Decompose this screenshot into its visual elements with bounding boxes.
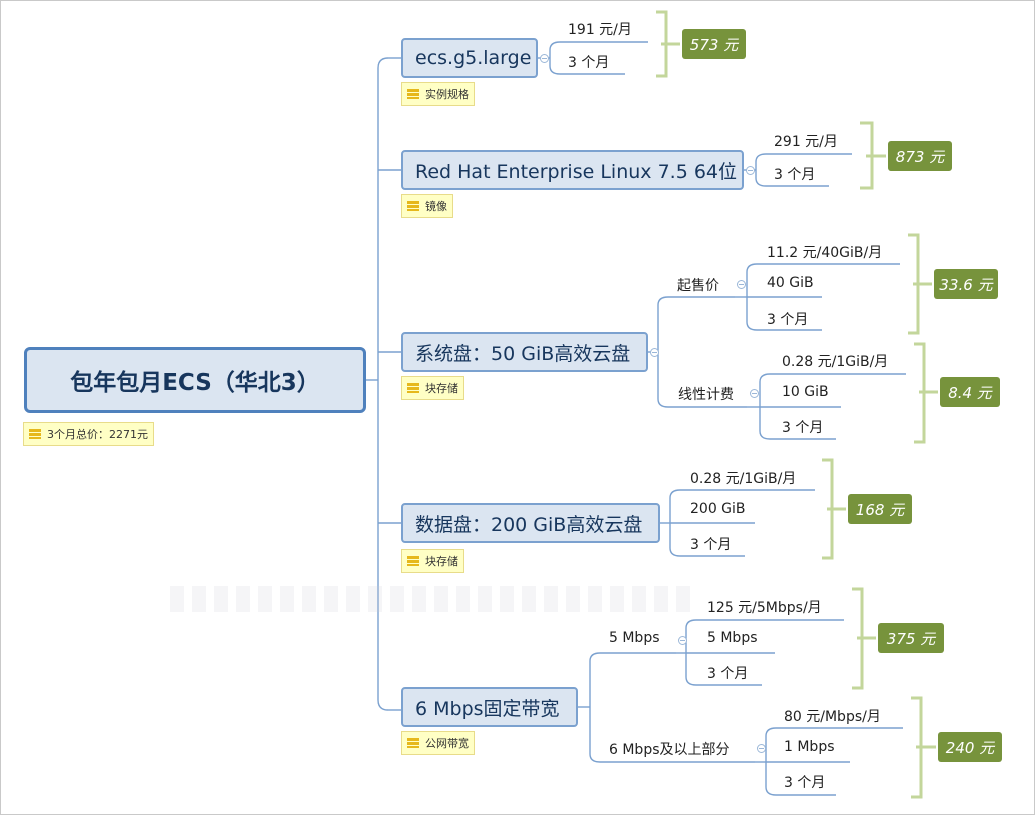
bandwidth-group-extra-label[interactable]: 6 Mbps及以上部分 xyxy=(609,742,730,758)
sysdisk-base-total[interactable]: 33.6 元 xyxy=(934,269,998,299)
sysdisk-linear-duration[interactable]: 3 个月 xyxy=(782,420,824,436)
note-icon xyxy=(407,201,419,211)
sysdisk-base-size[interactable]: 40 GiB xyxy=(767,275,814,291)
collapse-toggle-icon[interactable] xyxy=(540,54,549,63)
sysdisk-base-duration[interactable]: 3 个月 xyxy=(767,312,809,328)
topic-image[interactable]: Red Hat Enterprise Linux 7.5 64位 xyxy=(401,150,744,190)
bandwidth-5mbps-price[interactable]: 125 元/5Mbps/月 xyxy=(707,600,822,616)
note-bandwidth-text: 公网带宽 xyxy=(425,737,469,750)
instance-duration[interactable]: 3 个月 xyxy=(568,55,610,71)
bandwidth-5mbps-duration[interactable]: 3 个月 xyxy=(707,666,749,682)
bandwidth-group-5mbps-label[interactable]: 5 Mbps xyxy=(609,630,660,646)
collapse-toggle-icon[interactable] xyxy=(750,389,759,398)
bandwidth-extra-amount[interactable]: 1 Mbps xyxy=(784,739,835,755)
datadisk-duration[interactable]: 3 个月 xyxy=(690,537,732,553)
topic-instance-title: ecs.g5.large xyxy=(415,47,532,69)
image-price[interactable]: 291 元/月 xyxy=(774,134,838,150)
bandwidth-5mbps-amount[interactable]: 5 Mbps xyxy=(707,630,758,646)
datadisk-total[interactable]: 168 元 xyxy=(848,494,912,524)
note-system-disk-text: 块存储 xyxy=(425,382,458,395)
image-total[interactable]: 873 元 xyxy=(888,141,952,171)
image-duration[interactable]: 3 个月 xyxy=(774,167,816,183)
datadisk-price[interactable]: 0.28 元/1GiB/月 xyxy=(690,471,797,487)
topic-bandwidth-title: 6 Mbps固定带宽 xyxy=(415,697,560,720)
root-topic[interactable]: 包年包月ECS（华北3） xyxy=(24,347,366,413)
note-system-disk[interactable]: 块存储 xyxy=(401,376,464,400)
sysdisk-group-linear-label[interactable]: 线性计费 xyxy=(678,387,734,403)
topic-instance[interactable]: ecs.g5.large xyxy=(401,38,538,78)
root-title: 包年包月ECS（华北3） xyxy=(70,370,320,396)
blurred-watermark xyxy=(170,586,690,612)
instance-price[interactable]: 191 元/月 xyxy=(568,22,632,38)
topic-system-disk-title: 系统盘：50 GiB高效云盘 xyxy=(415,342,631,365)
note-instance-text: 实例规格 xyxy=(425,88,469,101)
note-image[interactable]: 镜像 xyxy=(401,194,453,218)
root-note[interactable]: 3个月总价：2271元 xyxy=(23,422,154,446)
note-data-disk[interactable]: 块存储 xyxy=(401,549,464,573)
topic-bandwidth[interactable]: 6 Mbps固定带宽 xyxy=(401,687,578,727)
root-note-text: 3个月总价：2271元 xyxy=(47,428,148,441)
topic-data-disk-title: 数据盘：200 GiB高效云盘 xyxy=(415,513,643,536)
note-image-text: 镜像 xyxy=(425,200,447,213)
note-icon xyxy=(407,556,419,566)
collapse-toggle-icon[interactable] xyxy=(650,348,659,357)
sysdisk-group-base-label[interactable]: 起售价 xyxy=(677,278,719,294)
collapse-toggle-icon[interactable] xyxy=(757,744,766,753)
topic-data-disk[interactable]: 数据盘：200 GiB高效云盘 xyxy=(401,503,660,543)
instance-total[interactable]: 573 元 xyxy=(682,29,746,59)
bandwidth-extra-duration[interactable]: 3 个月 xyxy=(784,775,826,791)
note-instance[interactable]: 实例规格 xyxy=(401,82,475,106)
collapse-toggle-icon[interactable] xyxy=(746,166,755,175)
sysdisk-linear-size[interactable]: 10 GiB xyxy=(782,384,829,400)
note-data-disk-text: 块存储 xyxy=(425,555,458,568)
note-icon xyxy=(29,429,41,439)
sysdisk-linear-price[interactable]: 0.28 元/1GiB/月 xyxy=(782,354,889,370)
note-icon xyxy=(407,383,419,393)
note-icon xyxy=(407,738,419,748)
topic-image-title: Red Hat Enterprise Linux 7.5 64位 xyxy=(415,160,737,183)
sysdisk-linear-total[interactable]: 8.4 元 xyxy=(940,377,1000,407)
sysdisk-base-price[interactable]: 11.2 元/40GiB/月 xyxy=(767,245,883,261)
datadisk-size[interactable]: 200 GiB xyxy=(690,501,746,517)
bandwidth-extra-price[interactable]: 80 元/Mbps/月 xyxy=(784,709,881,725)
bandwidth-extra-total[interactable]: 240 元 xyxy=(938,732,1002,762)
collapse-toggle-icon[interactable] xyxy=(678,636,687,645)
note-icon xyxy=(407,89,419,99)
collapse-toggle-icon[interactable] xyxy=(737,280,746,289)
topic-system-disk[interactable]: 系统盘：50 GiB高效云盘 xyxy=(401,332,648,372)
note-bandwidth[interactable]: 公网带宽 xyxy=(401,731,475,755)
bandwidth-5mbps-total[interactable]: 375 元 xyxy=(878,623,944,653)
